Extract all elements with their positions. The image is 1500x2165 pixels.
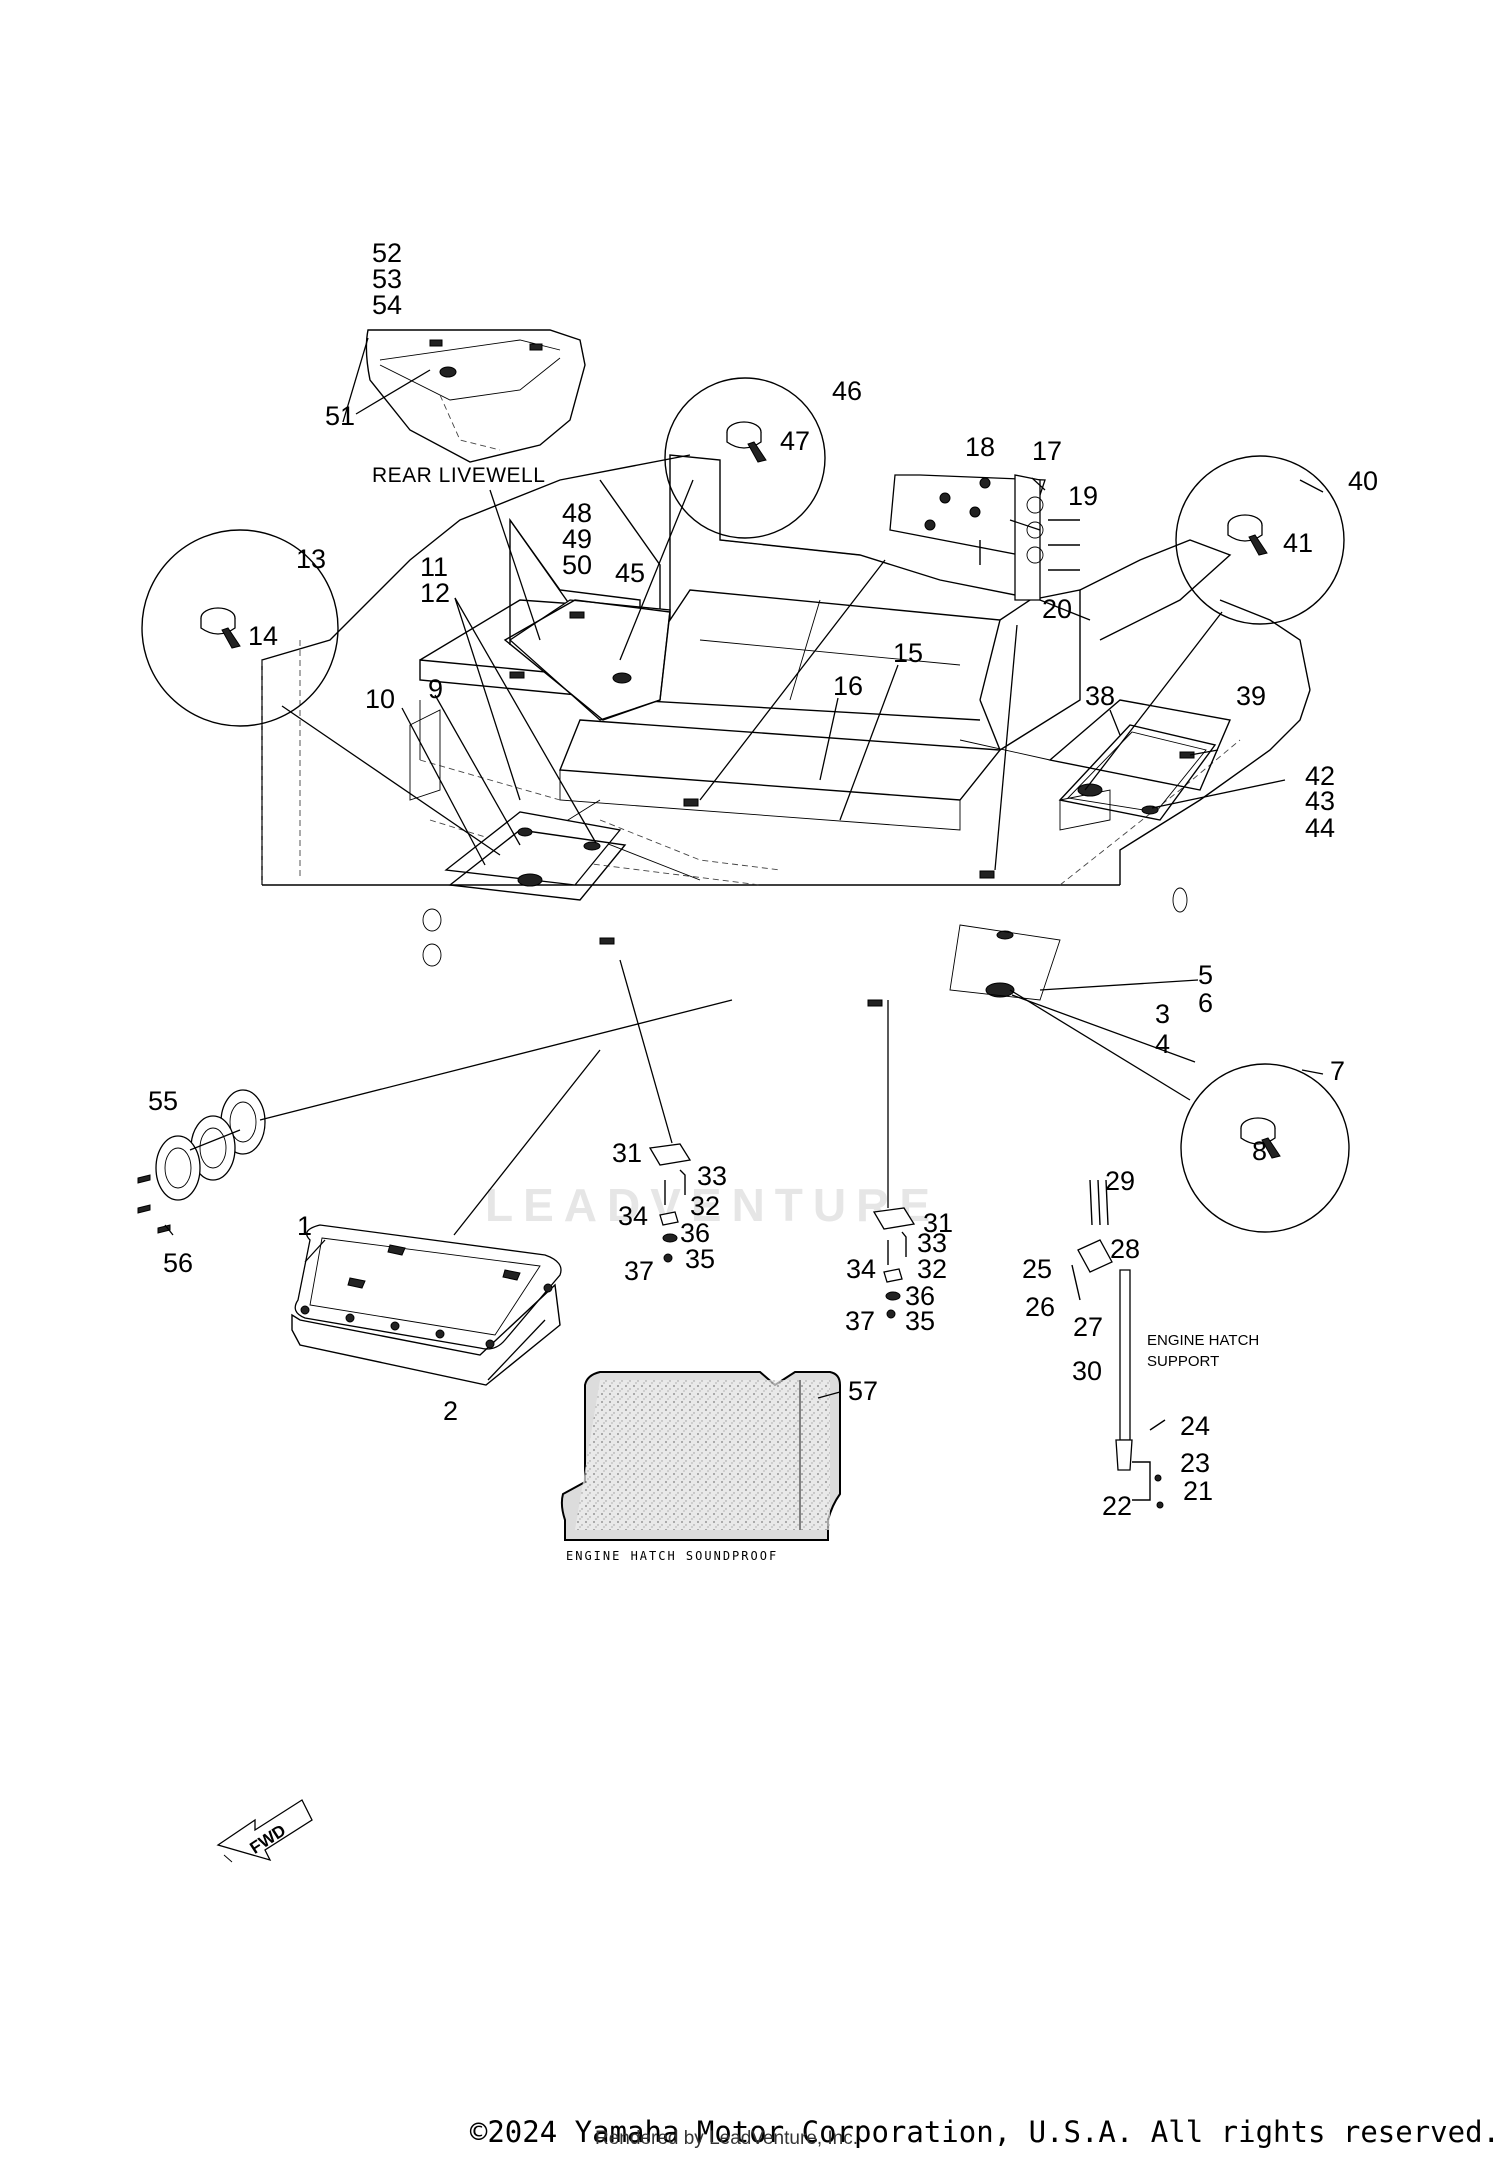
- rear-livewell-inset: [365, 329, 586, 463]
- callout-35-left: 35: [685, 1244, 715, 1274]
- callout-1: 1: [297, 1211, 312, 1241]
- hinge-assembly: [889, 474, 1080, 601]
- callout-41: 41: [1283, 528, 1313, 558]
- callout-30: 30: [1072, 1356, 1102, 1386]
- vent-assembly: [137, 1089, 266, 1234]
- callout-5: 5: [1198, 960, 1213, 990]
- callout-13: 13: [296, 544, 326, 574]
- callout-2: 2: [443, 1396, 458, 1426]
- engine-hatch-support: [1071, 1179, 1166, 1509]
- callout-45: 45: [615, 558, 645, 588]
- callout-49: 49: [562, 524, 592, 554]
- callout-56: 56: [163, 1248, 193, 1278]
- callout-50: 50: [562, 550, 592, 580]
- leader-lines: [164, 337, 1324, 1399]
- callout-23: 23: [1180, 1448, 1210, 1478]
- callout-29: 29: [1105, 1166, 1135, 1196]
- callout-31-right: 31: [923, 1208, 953, 1238]
- engine-hatch-support-caption-1: ENGINE HATCH: [1147, 1332, 1259, 1349]
- callout-26: 26: [1025, 1292, 1055, 1322]
- callout-40: 40: [1348, 466, 1378, 496]
- callout-4: 4: [1155, 1029, 1170, 1059]
- callout-32-right: 32: [917, 1254, 947, 1284]
- callout-20: 20: [1042, 594, 1072, 624]
- latch-mark: [867, 999, 883, 1007]
- hinge-mark: [683, 798, 699, 807]
- captions: REAR LIVEWELL ENGINE HATCH SUPPORT ENGIN…: [246, 464, 1259, 1858]
- callout-7: 7: [1330, 1056, 1345, 1086]
- callout-42: 42: [1305, 761, 1335, 791]
- callout-37-left: 37: [624, 1256, 654, 1286]
- engine-hatch-soundproof-caption: ENGINE HATCH SOUNDPROOF: [566, 1549, 778, 1563]
- callout-57: 57: [848, 1376, 878, 1406]
- callout-18: 18: [965, 432, 995, 462]
- callout-15: 15: [893, 638, 923, 668]
- left-hatch-lid: [444, 811, 627, 901]
- hatch-frame: [291, 1224, 562, 1386]
- latch-assembly-right: [872, 1207, 916, 1319]
- callout-34-right: 34: [846, 1254, 876, 1284]
- callout-36-right: 36: [905, 1281, 935, 1311]
- callout-28: 28: [1110, 1234, 1140, 1264]
- callout-labels: 1 2 3 4 5 6 7 8 9 10 11 12 13 14 15 16 1…: [148, 238, 1378, 1521]
- callout-19: 19: [1068, 481, 1098, 511]
- engine-hatch-soundproof-mat: [560, 1371, 841, 1541]
- callout-53: 53: [372, 264, 402, 294]
- callout-51: 51: [325, 401, 355, 431]
- detail-circle-7: [1180, 1063, 1350, 1233]
- latch-mark: [599, 937, 615, 945]
- callout-16: 16: [833, 671, 863, 701]
- callout-9: 9: [428, 674, 443, 704]
- callout-6: 6: [1198, 988, 1213, 1018]
- callout-44: 44: [1305, 813, 1335, 843]
- livewell-lid: [503, 599, 671, 721]
- callout-17: 17: [1032, 436, 1062, 466]
- callout-39: 39: [1236, 681, 1266, 711]
- callout-3: 3: [1155, 999, 1170, 1029]
- callout-54: 54: [372, 290, 402, 320]
- copyright-notice: ©2024 Yamaha Motor Corporation, U.S.A. A…: [469, 2115, 1500, 2149]
- callout-24: 24: [1180, 1411, 1210, 1441]
- right-hatch-lid: [1058, 724, 1217, 821]
- callout-33-left: 33: [697, 1161, 727, 1191]
- callout-8: 8: [1252, 1136, 1267, 1166]
- callout-38: 38: [1085, 681, 1115, 711]
- callout-35-right: 35: [905, 1306, 935, 1336]
- hinge-mark: [979, 870, 995, 879]
- front-deck-hatch: [949, 924, 1061, 1001]
- watermark: LEADVENTURE: [485, 1179, 941, 1231]
- callout-12: 12: [420, 578, 450, 608]
- fwd-arrow-icon: [216, 1799, 313, 1863]
- callout-36-left: 36: [680, 1218, 710, 1248]
- detail-circle-40: [1175, 455, 1345, 625]
- callout-52: 52: [372, 238, 402, 268]
- callout-21: 21: [1183, 1476, 1213, 1506]
- callout-10: 10: [365, 684, 395, 714]
- callout-48: 48: [562, 498, 592, 528]
- latch-assembly-left: [648, 1143, 692, 1263]
- callout-47: 47: [780, 426, 810, 456]
- engine-hatch-support-caption-2: SUPPORT: [1147, 1353, 1219, 1370]
- rear-livewell-caption: REAR LIVEWELL: [372, 464, 545, 487]
- callout-43: 43: [1305, 786, 1335, 816]
- detail-circle-46: [664, 377, 826, 539]
- callout-32-left: 32: [690, 1191, 720, 1221]
- callout-55: 55: [148, 1086, 178, 1116]
- callout-22: 22: [1102, 1491, 1132, 1521]
- callout-31-left: 31: [612, 1138, 642, 1168]
- detail-circle-13: [141, 529, 339, 727]
- rendered-by-notice: Rendered by LeadVenture, Inc.: [595, 2128, 859, 2149]
- callout-14: 14: [248, 621, 278, 651]
- callout-37-right: 37: [845, 1306, 875, 1336]
- callout-34-left: 34: [618, 1201, 648, 1231]
- callout-46: 46: [832, 376, 862, 406]
- callout-27: 27: [1073, 1312, 1103, 1342]
- callout-11: 11: [420, 552, 448, 582]
- deck-hull-outline: [261, 454, 1311, 967]
- callout-25: 25: [1022, 1254, 1052, 1284]
- callout-33-right: 33: [917, 1228, 947, 1258]
